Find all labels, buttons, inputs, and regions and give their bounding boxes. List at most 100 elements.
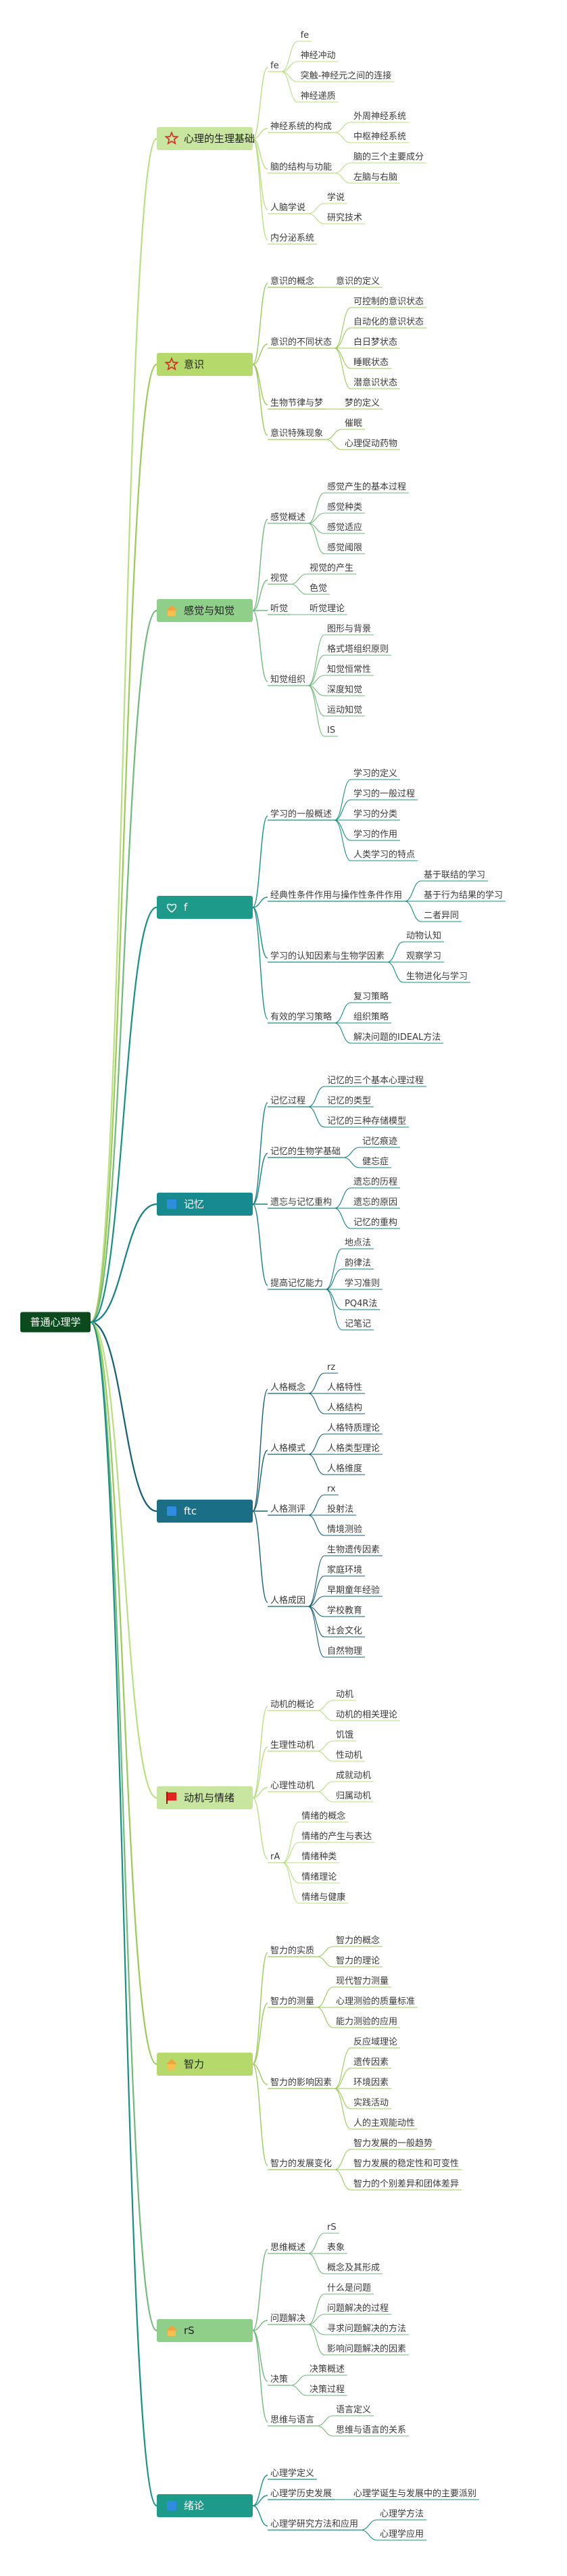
subtopic-label[interactable]: 深度知觉 — [327, 684, 362, 695]
subtopic-label[interactable]: 成就动机 — [336, 1771, 371, 1781]
subtopic-label[interactable]: 复习策略 — [353, 991, 389, 1002]
topic-label[interactable]: 内分泌系统 — [270, 233, 314, 243]
subtopic-label[interactable]: 感觉阈限 — [327, 542, 362, 553]
subtopic-label[interactable]: 情绪与健康 — [301, 1892, 345, 1903]
topic-label[interactable]: 智力的测量 — [270, 1996, 314, 2007]
subtopic-label[interactable]: 人格类型理论 — [327, 1443, 380, 1454]
topic-label[interactable]: 遗忘与记忆重构 — [270, 1197, 332, 1208]
subtopic-label[interactable]: 韵律法 — [345, 1258, 371, 1268]
subtopic-label[interactable]: 听觉理论 — [310, 604, 345, 614]
subtopic-label[interactable]: 环境因素 — [353, 2078, 389, 2088]
subtopic-label[interactable]: 问题解决的过程 — [327, 2303, 389, 2314]
subtopic-label[interactable]: 反应域理论 — [353, 2036, 397, 2047]
subtopic-label[interactable]: 情境测验 — [327, 1524, 362, 1535]
subtopic-label[interactable]: 记忆的三个基本心理过程 — [327, 1075, 424, 1086]
subtopic-label[interactable]: 什么是问题 — [327, 2283, 371, 2293]
subtopic-label[interactable]: 情绪的概念 — [301, 1811, 345, 1821]
subtopic-label[interactable]: 视觉的产生 — [310, 563, 353, 573]
topic-label[interactable]: 智力的实质 — [270, 1945, 314, 1956]
topic-label[interactable]: 提高记忆能力 — [270, 1278, 323, 1289]
topic-label[interactable]: 视觉 — [270, 573, 288, 583]
subtopic-label[interactable]: 寻求问题解决的方法 — [327, 2323, 406, 2334]
branch-node[interactable]: 意识 — [157, 353, 253, 376]
subtopic-label[interactable]: 学习的作用 — [353, 829, 397, 840]
topic-label[interactable]: fe — [270, 61, 279, 71]
topic-label[interactable]: 感觉概述 — [270, 512, 305, 523]
subtopic-label[interactable]: 心理学诞生与发展中的主要派别 — [353, 2488, 476, 2499]
subtopic-label[interactable]: 社会文化 — [327, 1625, 362, 1636]
subtopic-label[interactable]: 决策概述 — [310, 2364, 345, 2375]
branch-node[interactable]: 绪论 — [157, 2494, 253, 2517]
topic-label[interactable]: 人格成因 — [270, 1595, 305, 1606]
topic-label[interactable]: 生理性动机 — [270, 1740, 314, 1750]
subtopic-label[interactable]: 知觉恒常性 — [327, 664, 371, 675]
topic-label[interactable]: 心理学定义 — [270, 2468, 314, 2479]
topic-label[interactable]: 脑的结构与功能 — [270, 162, 332, 172]
branch-node[interactable]: ftc — [157, 1500, 253, 1523]
subtopic-label[interactable]: 脑的三个主要成分 — [353, 151, 424, 162]
subtopic-label[interactable]: 研究技术 — [327, 213, 362, 223]
subtopic-label[interactable]: 遗传因素 — [353, 2057, 389, 2068]
root-node[interactable]: 普通心理学 — [20, 1312, 91, 1333]
branch-node[interactable]: 智力 — [157, 2053, 253, 2076]
topic-label[interactable]: 人格模式 — [270, 1443, 305, 1454]
subtopic-label[interactable]: 心理测验的质量标准 — [336, 1996, 415, 2007]
topic-label[interactable]: 神经系统的构成 — [270, 121, 332, 132]
subtopic-label[interactable]: 生物进化与学习 — [406, 971, 468, 982]
subtopic-label[interactable]: fe — [301, 30, 310, 41]
subtopic-label[interactable]: 人的主观能动性 — [353, 2118, 415, 2128]
subtopic-label[interactable]: rz — [327, 1362, 335, 1373]
subtopic-label[interactable]: 神经递质 — [301, 91, 336, 101]
subtopic-label[interactable]: rx — [327, 1484, 336, 1494]
subtopic-label[interactable]: 格式塔组织原则 — [327, 644, 389, 654]
subtopic-label[interactable]: 情绪种类 — [301, 1852, 337, 1862]
subtopic-label[interactable]: 智力的概念 — [336, 1935, 380, 1946]
subtopic-label[interactable]: 能力测验的应用 — [336, 2016, 397, 2027]
subtopic-label[interactable]: 智力的理论 — [336, 1955, 380, 1966]
subtopic-label[interactable]: 可控制的意识状态 — [353, 296, 424, 307]
branch-node[interactable]: rS — [157, 2319, 253, 2342]
topic-label[interactable]: 意识的概念 — [270, 276, 314, 287]
subtopic-label[interactable]: 学习的定义 — [353, 768, 397, 779]
subtopic-label[interactable]: 白日梦状态 — [353, 337, 397, 348]
subtopic-label[interactable]: 健忘症 — [362, 1157, 389, 1167]
subtopic-label[interactable]: 动物认知 — [406, 930, 441, 941]
subtopic-label[interactable]: 决策过程 — [310, 2384, 345, 2395]
subtopic-label[interactable]: 记笔记 — [345, 1318, 371, 1329]
subtopic-label[interactable]: 外周神经系统 — [353, 112, 406, 122]
branch-node[interactable]: 感觉与知觉 — [157, 599, 253, 622]
subtopic-label[interactable]: 智力发展的一般趋势 — [353, 2138, 433, 2149]
subtopic-label[interactable]: 心理促动药物 — [345, 439, 397, 449]
topic-label[interactable]: 生物节律与梦 — [270, 398, 323, 408]
subtopic-label[interactable]: 家庭环境 — [327, 1565, 362, 1575]
topic-label[interactable]: 人格测评 — [270, 1504, 305, 1514]
branch-node[interactable]: 动机与情绪 — [157, 1786, 253, 1809]
subtopic-label[interactable]: 动机 — [336, 1690, 353, 1700]
subtopic-label[interactable]: 情绪理论 — [301, 1872, 337, 1882]
subtopic-label[interactable]: 遗忘的原因 — [353, 1197, 397, 1208]
topic-label[interactable]: 智力的发展变化 — [270, 2158, 332, 2169]
topic-label[interactable]: 知觉组织 — [270, 674, 305, 685]
topic-label[interactable]: 决策 — [270, 2374, 288, 2385]
topic-label[interactable]: 听觉 — [270, 604, 288, 614]
topic-label[interactable]: 记忆的生物学基础 — [270, 1146, 341, 1157]
topic-label[interactable]: 动机的概论 — [270, 1699, 314, 1710]
subtopic-label[interactable]: 二者异同 — [424, 911, 459, 921]
subtopic-label[interactable]: 学习的分类 — [353, 809, 397, 819]
topic-label[interactable]: 学习的一般概述 — [270, 809, 332, 819]
topic-label[interactable]: 经典性条件作用与操作性条件作用 — [270, 890, 402, 901]
subtopic-label[interactable]: 投射法 — [327, 1504, 353, 1514]
subtopic-label[interactable]: 学习准则 — [345, 1278, 380, 1289]
subtopic-label[interactable]: 智力发展的稳定性和可变性 — [353, 2158, 459, 2169]
subtopic-label[interactable]: 观察学习 — [406, 951, 441, 961]
subtopic-label[interactable]: 梦的定义 — [345, 398, 380, 408]
subtopic-label[interactable]: 记忆的类型 — [327, 1095, 371, 1106]
subtopic-label[interactable]: 早期童年经验 — [327, 1585, 380, 1596]
subtopic-label[interactable]: 睡眠状态 — [353, 358, 389, 368]
subtopic-label[interactable]: 影响问题解决的因素 — [327, 2343, 406, 2354]
subtopic-label[interactable]: 人格特质理论 — [327, 1423, 380, 1433]
subtopic-label[interactable]: 语言定义 — [336, 2405, 371, 2415]
topic-label[interactable]: rA — [270, 1852, 280, 1862]
subtopic-label[interactable]: 心理学应用 — [380, 2529, 424, 2539]
subtopic-label[interactable]: 中枢神经系统 — [353, 132, 406, 142]
